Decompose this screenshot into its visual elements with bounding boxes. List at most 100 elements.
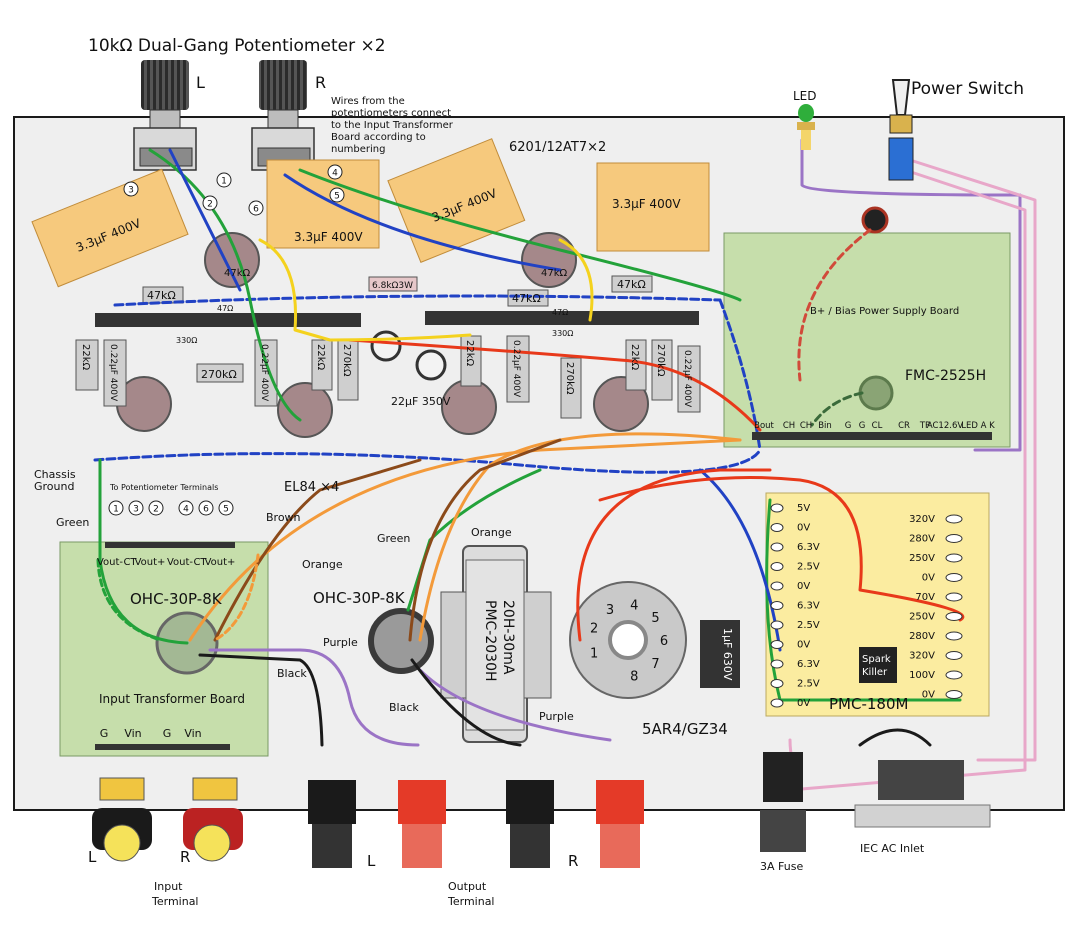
pmc-right-lug-7: [945, 651, 963, 660]
pmc-left-lug-10: [770, 698, 784, 708]
pot-47k-label-1: 47kΩ: [224, 268, 251, 279]
input-terminal-left: [92, 777, 152, 862]
tag-strip-right: [425, 311, 699, 325]
cap-022-label-1: 0.22μF 400V: [108, 344, 118, 402]
wire-black-left: [198, 653, 324, 747]
black-label-1: Black: [277, 667, 307, 680]
res-22k-label-3: 22kΩ: [464, 340, 475, 367]
fuse-cap: [760, 810, 806, 852]
output-terminals: [308, 780, 644, 868]
wire-heater-row-top: [113, 294, 722, 307]
wire-green-pot-left: [148, 148, 302, 422]
socket-12at7-right: [521, 232, 577, 288]
bplus-terminal-4: G: [845, 421, 852, 431]
spark-killer-label-1: Spark: [862, 654, 891, 665]
wire-purple-left: [208, 648, 420, 747]
pmc-right-lug-0: [945, 514, 963, 524]
wire-green-pot-right: [298, 168, 742, 302]
green-label-1: Green: [56, 516, 89, 529]
tx-terminal-num-5: 5: [218, 500, 234, 516]
cap-022-label-2: 0.22μF 400V: [259, 344, 269, 402]
purple-label-1: Purple: [323, 636, 358, 649]
res-22k-1: [75, 339, 99, 391]
cap-022-1: [103, 339, 127, 407]
pmc-left-lug-2: [770, 542, 784, 552]
cap-022-4: [677, 345, 701, 413]
svg-text:3: 3: [128, 186, 134, 196]
wire-purple-led: [800, 138, 1022, 452]
wires-note: Wires from the potentiometers connect to…: [331, 96, 454, 155]
res-270k-v-label-2: 270kΩ: [564, 362, 575, 395]
pot-label-l: L: [196, 73, 205, 92]
choke-line2: PMC-2030H: [482, 600, 498, 682]
spark-killer-label-2: Killer: [862, 667, 888, 678]
pmc-right-lug-9: [945, 690, 963, 699]
wire-red-b2: [598, 476, 965, 622]
bplus-board-label: B+ / Bias Power Supply Board: [810, 306, 959, 317]
tx-terminal-bottom-2: G: [163, 727, 172, 740]
power-switch-label: Power Switch: [911, 79, 1024, 99]
svg-text:2: 2: [153, 505, 159, 515]
chassis-ground-label-2: Ground: [34, 480, 74, 493]
wire-red-b1: [576, 468, 772, 642]
pot-title: 10kΩ Dual-Gang Potentiometer ×2: [88, 36, 386, 56]
rectifier-label: 5AR4/GZ34: [642, 720, 728, 738]
wire-orange-left: [188, 438, 742, 642]
input-terminal-label-2: Terminal: [151, 895, 199, 908]
pot-number-1: 1: [216, 172, 232, 188]
res-270k-label: 270kΩ: [201, 368, 237, 381]
tx-terminal-num-1: 3: [128, 500, 144, 516]
pmc-left-tap-2: 6.3V: [797, 542, 820, 553]
tx-terminal-top-2: Vout+: [135, 557, 166, 568]
pmc-right-tap-5: 250V: [909, 612, 935, 623]
pmc-left-lug-3: [770, 562, 784, 571]
bplus-terminal-0: Bout: [754, 421, 774, 431]
socket-el84-2: [277, 382, 333, 438]
brown-label: Brown: [266, 511, 301, 524]
svg-text:4: 4: [183, 505, 189, 515]
pmc-right-tap-8: 100V: [909, 670, 935, 681]
svg-text:1: 1: [113, 505, 119, 515]
svg-text:Board according to: Board according to: [331, 132, 426, 143]
rectifier-pin-8: 8: [630, 669, 638, 684]
cap-1uF-630v: [700, 620, 740, 688]
rectifier-pin-7: 7: [651, 657, 659, 672]
pmc-right-tap-2: 250V: [909, 553, 935, 564]
svg-text:5: 5: [223, 505, 229, 515]
rectifier-pin-2: 2: [590, 622, 598, 637]
rectifier-pin-6: 6: [660, 634, 668, 649]
pmc-right-tap-1: 280V: [909, 534, 935, 545]
tx-terminal-bottom-3: Vin: [184, 727, 201, 740]
res-22k-4: [625, 339, 647, 391]
cap-022-label-4: 0.22μF 400V: [682, 350, 692, 408]
tx-terminal-num-0: 1: [108, 500, 124, 516]
pmc-left-tap-7: 0V: [797, 640, 810, 651]
orange-label-1: Orange: [302, 558, 343, 571]
res-270k-3: [560, 357, 582, 419]
res-47o-label-1: 47Ω: [217, 304, 233, 313]
tag-strip-left: [95, 313, 361, 327]
fmc-label: FMC-2525H: [905, 368, 986, 384]
tx-terminal-bottom-0: G: [100, 727, 109, 740]
res-47o-label-2: 47Ω: [552, 308, 568, 317]
green-label-2: Green: [377, 532, 410, 545]
wire-brown-right: [408, 438, 562, 642]
pmc-left-tap-5: 6.3V: [797, 601, 820, 612]
res-22k-2: [311, 339, 333, 391]
bplus-terminal-2: CH: [800, 421, 812, 431]
tx-terminal-bottom-1: Vin: [124, 727, 141, 740]
to-pot-terminals-label: To Potentiometer Terminals: [109, 483, 218, 492]
cap-label-2: 3.3μF 400V: [294, 230, 363, 244]
pmc-left-tap-1: 0V: [797, 523, 810, 534]
chassis-ground-label-1: Chassis: [34, 468, 76, 481]
pmc-right-lug-1: [945, 534, 963, 543]
bplus-terminal-strip: [752, 432, 992, 440]
pmc-left-lug-6: [770, 620, 784, 630]
pmc-right-lug-3: [945, 573, 963, 582]
svg-text:3: 3: [133, 505, 139, 515]
tx-terminal-strip-bottom: [95, 744, 230, 750]
